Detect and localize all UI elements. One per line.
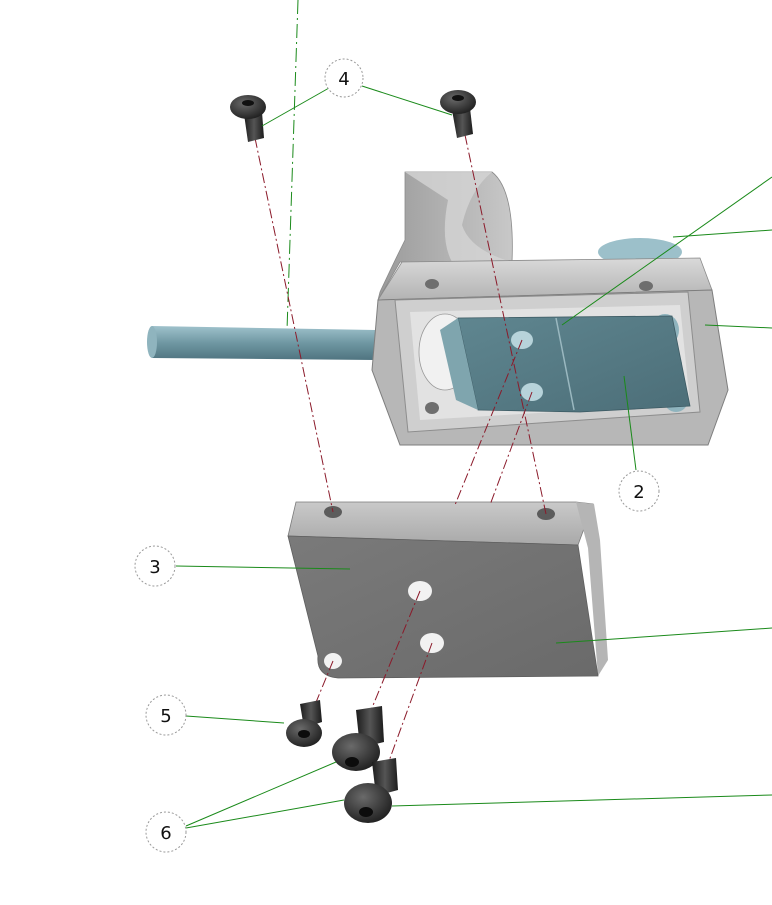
- svg-text:3: 3: [149, 557, 160, 578]
- housing-hole: [639, 281, 653, 291]
- callout-3: 3: [134, 545, 176, 587]
- vertical-reference-line: [286, 0, 299, 331]
- housing-hole: [425, 279, 439, 289]
- part-2-block: [440, 315, 691, 413]
- screw-6-lower: [344, 758, 398, 823]
- callout-2: 2: [618, 470, 660, 512]
- blue-shaft: [147, 326, 375, 360]
- svg-text:6: 6: [160, 823, 171, 844]
- screw-6-upper: [332, 706, 384, 771]
- assembly-axis-lines: [254, 134, 547, 773]
- svg-text:2: 2: [633, 482, 644, 503]
- svg-text:4: 4: [338, 69, 349, 90]
- callout-6: 6: [145, 811, 187, 853]
- leader-lines: [175, 85, 772, 829]
- callout-4: 4: [324, 58, 364, 98]
- callout-5: 5: [145, 694, 187, 736]
- housing-hole: [425, 402, 439, 414]
- part-3-cover-plate: [287, 501, 608, 679]
- svg-text:5: 5: [160, 706, 171, 727]
- screw-4-right: [440, 90, 476, 138]
- screw-4-left: [230, 95, 266, 142]
- screw-5: [286, 700, 322, 747]
